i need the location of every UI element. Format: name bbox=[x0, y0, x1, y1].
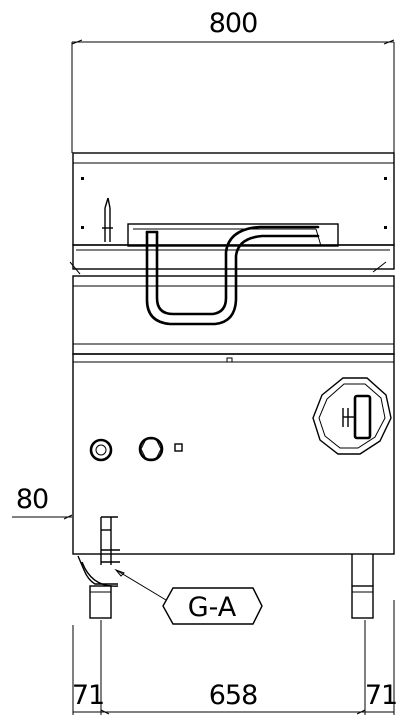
pan-rim bbox=[69, 223, 395, 275]
gas-connection-label: G-A bbox=[188, 592, 237, 623]
control-knob-main[interactable] bbox=[138, 436, 164, 462]
rear-offset-label: 80 bbox=[16, 484, 48, 515]
gas-inlet-pipe bbox=[81, 516, 120, 587]
control-cabinet bbox=[72, 353, 395, 555]
lid-handle bbox=[145, 225, 320, 326]
left-leg-offset-label: 71 bbox=[72, 680, 104, 711]
gas-connection-callout: G-A bbox=[114, 568, 263, 625]
pan-body bbox=[72, 275, 395, 355]
overall-width-dimension: 800 bbox=[71, 8, 395, 155]
tilting-handwheel[interactable] bbox=[312, 377, 392, 455]
leg-spacing-label: 658 bbox=[209, 680, 258, 711]
right-leg-offset-label: 71 bbox=[365, 680, 397, 711]
control-knob-left[interactable] bbox=[89, 438, 113, 462]
indicator-light bbox=[174, 443, 183, 452]
lid-panel bbox=[72, 152, 395, 246]
bottom-dimensions: 71 658 71 bbox=[72, 600, 398, 715]
overall-width-label: 800 bbox=[209, 8, 258, 39]
rear-offset-dimension: 80 bbox=[12, 484, 73, 520]
right-leg bbox=[351, 554, 374, 619]
left-leg bbox=[77, 555, 118, 619]
